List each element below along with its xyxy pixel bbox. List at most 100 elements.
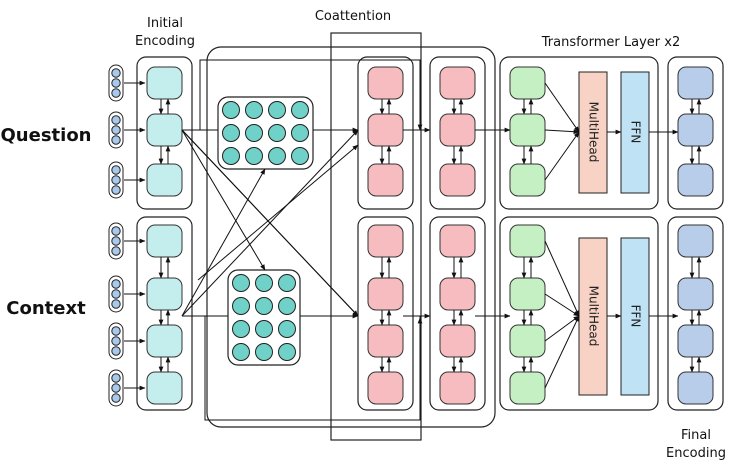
transformer-layer-label: Transformer Layer x2 bbox=[541, 35, 680, 50]
token-dot bbox=[111, 185, 121, 195]
question-attention-cell bbox=[222, 101, 240, 119]
question-coattention-frame-2 bbox=[429, 56, 486, 210]
question-final-encoding-frame bbox=[667, 56, 724, 210]
context-coattention-b-cell-4 bbox=[439, 371, 476, 405]
token-dot bbox=[111, 78, 121, 88]
token-dot bbox=[111, 175, 121, 185]
token-dot bbox=[111, 115, 121, 125]
context-attention-cell bbox=[278, 274, 296, 292]
context-attention-cell bbox=[278, 343, 296, 361]
question-multihead-label: MultiHead bbox=[587, 102, 601, 163]
context-transformer-cell-4 bbox=[509, 371, 546, 405]
context-final-cell-3 bbox=[677, 324, 714, 358]
context-final-cell-2 bbox=[677, 277, 714, 311]
fan-to-multihead-c bbox=[544, 315, 580, 389]
token-dot bbox=[111, 289, 121, 299]
question-attention-cell bbox=[268, 147, 286, 165]
context-token-2 bbox=[108, 275, 124, 313]
question-attention-cell bbox=[222, 124, 240, 142]
context-attention-cell bbox=[278, 320, 296, 338]
question-transformer-frame bbox=[499, 56, 659, 210]
question-token-2 bbox=[108, 111, 124, 149]
question-attention-cell bbox=[268, 124, 286, 142]
question-initial-cell-1 bbox=[146, 66, 183, 100]
context-attention-cell bbox=[232, 274, 250, 292]
context-coattention-b-cell-1 bbox=[439, 224, 476, 258]
question-transformer-cell-1 bbox=[509, 66, 546, 100]
fan-to-multihead-q bbox=[544, 131, 580, 181]
fan-to-multihead-c bbox=[544, 240, 580, 317]
question-final-cell-2 bbox=[677, 113, 714, 147]
context-attention-cell bbox=[232, 320, 250, 338]
question-label: Question bbox=[1, 125, 92, 146]
question-coattention-b-cell-3 bbox=[439, 163, 476, 197]
context-initial-cell-2 bbox=[146, 277, 183, 311]
cross-q-to-context-matrix bbox=[181, 129, 266, 271]
fan-to-multihead-c bbox=[544, 315, 580, 342]
initial-encoding-label: Initial bbox=[147, 16, 183, 31]
token-dot bbox=[111, 135, 121, 145]
token-dot bbox=[111, 279, 121, 289]
question-token-1 bbox=[108, 64, 124, 102]
context-transformer-frame bbox=[499, 216, 659, 411]
question-transformer-cell-3 bbox=[509, 163, 546, 197]
context-attention-cell bbox=[278, 297, 296, 315]
question-attention-cell bbox=[222, 147, 240, 165]
question-attention-cell bbox=[291, 124, 309, 142]
coattention-highlight-frame bbox=[330, 32, 422, 441]
context-attention-cell bbox=[232, 297, 250, 315]
context-attention-cell bbox=[255, 343, 273, 361]
question-coattention-b-cell-1 bbox=[439, 66, 476, 100]
context-transformer-cell-1 bbox=[509, 224, 546, 258]
token-dot bbox=[111, 226, 121, 236]
question-ffn-label: FFN bbox=[629, 121, 643, 144]
skip-connection-top bbox=[182, 59, 421, 131]
cross-c-to-question-matrix bbox=[181, 168, 266, 317]
context-coattention-a-cell-4 bbox=[367, 371, 404, 405]
question-attention-cell bbox=[245, 101, 263, 119]
context-initial-cell-3 bbox=[146, 324, 183, 358]
question-attention-cell bbox=[245, 124, 263, 142]
question-attention-cell bbox=[245, 147, 263, 165]
context-ffn-label: FFN bbox=[629, 305, 643, 328]
token-dot bbox=[111, 336, 121, 346]
context-label: Context bbox=[6, 298, 86, 319]
question-initial-cell-2 bbox=[146, 113, 183, 147]
question-coattention-a-cell-3 bbox=[367, 163, 404, 197]
context-coattention-frame-2 bbox=[429, 216, 486, 411]
context-coattention-a-cell-3 bbox=[367, 324, 404, 358]
token-dot bbox=[111, 88, 121, 98]
token-dot bbox=[111, 125, 121, 135]
context-token-3 bbox=[108, 322, 124, 360]
context-attention-cell bbox=[255, 320, 273, 338]
context-attention-cell bbox=[232, 343, 250, 361]
context-attention-cell bbox=[255, 297, 273, 315]
token-dot bbox=[111, 246, 121, 256]
question-final-cell-3 bbox=[677, 163, 714, 197]
token-dot bbox=[111, 393, 121, 403]
question-coattention-a-cell-1 bbox=[367, 66, 404, 100]
token-dot bbox=[111, 383, 121, 393]
fan-to-multihead-q bbox=[544, 129, 580, 135]
context-coattention-b-cell-3 bbox=[439, 324, 476, 358]
question-attention-cell bbox=[291, 147, 309, 165]
token-dot bbox=[111, 236, 121, 246]
question-coattention-a-cell-2 bbox=[367, 113, 404, 147]
skip-connection-bottom bbox=[182, 315, 421, 421]
initial-encoding-label-2: Encoding bbox=[135, 34, 195, 49]
context-attention-cell bbox=[255, 274, 273, 292]
context-transformer-cell-2 bbox=[509, 277, 546, 311]
token-dot bbox=[111, 299, 121, 309]
coattention-label: Coattention bbox=[315, 9, 391, 24]
question-attention-matrix bbox=[217, 96, 314, 170]
question-coattention-b-cell-2 bbox=[439, 113, 476, 147]
context-final-cell-1 bbox=[677, 224, 714, 258]
question-attention-cell bbox=[291, 101, 309, 119]
question-final-cell-1 bbox=[677, 66, 714, 100]
context-token-4 bbox=[108, 369, 124, 407]
fan-to-multihead-q bbox=[544, 82, 580, 133]
question-attention-cell bbox=[268, 101, 286, 119]
context-initial-cell-4 bbox=[146, 371, 183, 405]
token-dot bbox=[111, 165, 121, 175]
